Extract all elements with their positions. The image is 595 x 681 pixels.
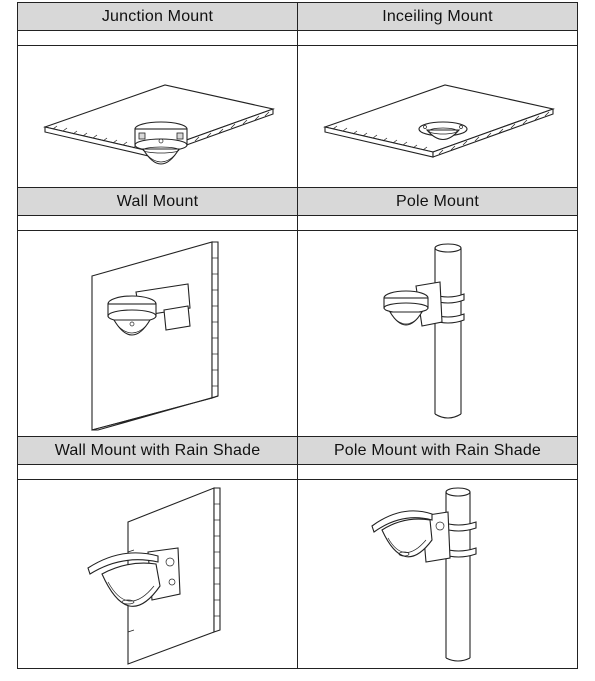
- illustration-row: [17, 479, 578, 669]
- mount-type-table: Junction Mount Inceiling Mount: [17, 2, 578, 669]
- illustration-row: [17, 230, 578, 437]
- header-junction-mount: Junction Mount: [17, 2, 298, 31]
- cell-pole-mount-rain-shade-image: [297, 479, 578, 669]
- header-pole-mount: Pole Mount: [297, 187, 578, 216]
- junction-mount-illustration: [42, 83, 275, 165]
- header-inceiling-mount: Inceiling Mount: [297, 2, 578, 31]
- table-header-row: Wall Mount Pole Mount: [17, 187, 578, 216]
- wall-mount-rain-shade-illustration: [86, 487, 221, 665]
- illustration-row: [17, 45, 578, 188]
- wall-mount-illustration: [90, 240, 219, 431]
- header-pole-mount-rain-shade: Pole Mount with Rain Shade: [297, 436, 578, 465]
- header-wall-mount-rain-shade: Wall Mount with Rain Shade: [17, 436, 298, 465]
- cell-wall-mount-image: [17, 230, 298, 437]
- pole-mount-rain-shade-illustration: [370, 487, 477, 662]
- cell-pole-mount-image: [297, 230, 578, 437]
- spacer-row: [17, 30, 578, 46]
- pole-mount-illustration: [382, 242, 465, 419]
- cell-inceiling-mount-image: [297, 45, 578, 188]
- cell-wall-mount-rain-shade-image: [17, 479, 298, 669]
- table-header-row: Wall Mount with Rain Shade Pole Mount wi…: [17, 436, 578, 465]
- spacer-row: [17, 215, 578, 231]
- header-wall-mount: Wall Mount: [17, 187, 298, 216]
- inceiling-mount-illustration: [322, 83, 555, 158]
- spacer-row: [17, 464, 578, 480]
- table-header-row: Junction Mount Inceiling Mount: [17, 2, 578, 31]
- cell-junction-mount-image: [17, 45, 298, 188]
